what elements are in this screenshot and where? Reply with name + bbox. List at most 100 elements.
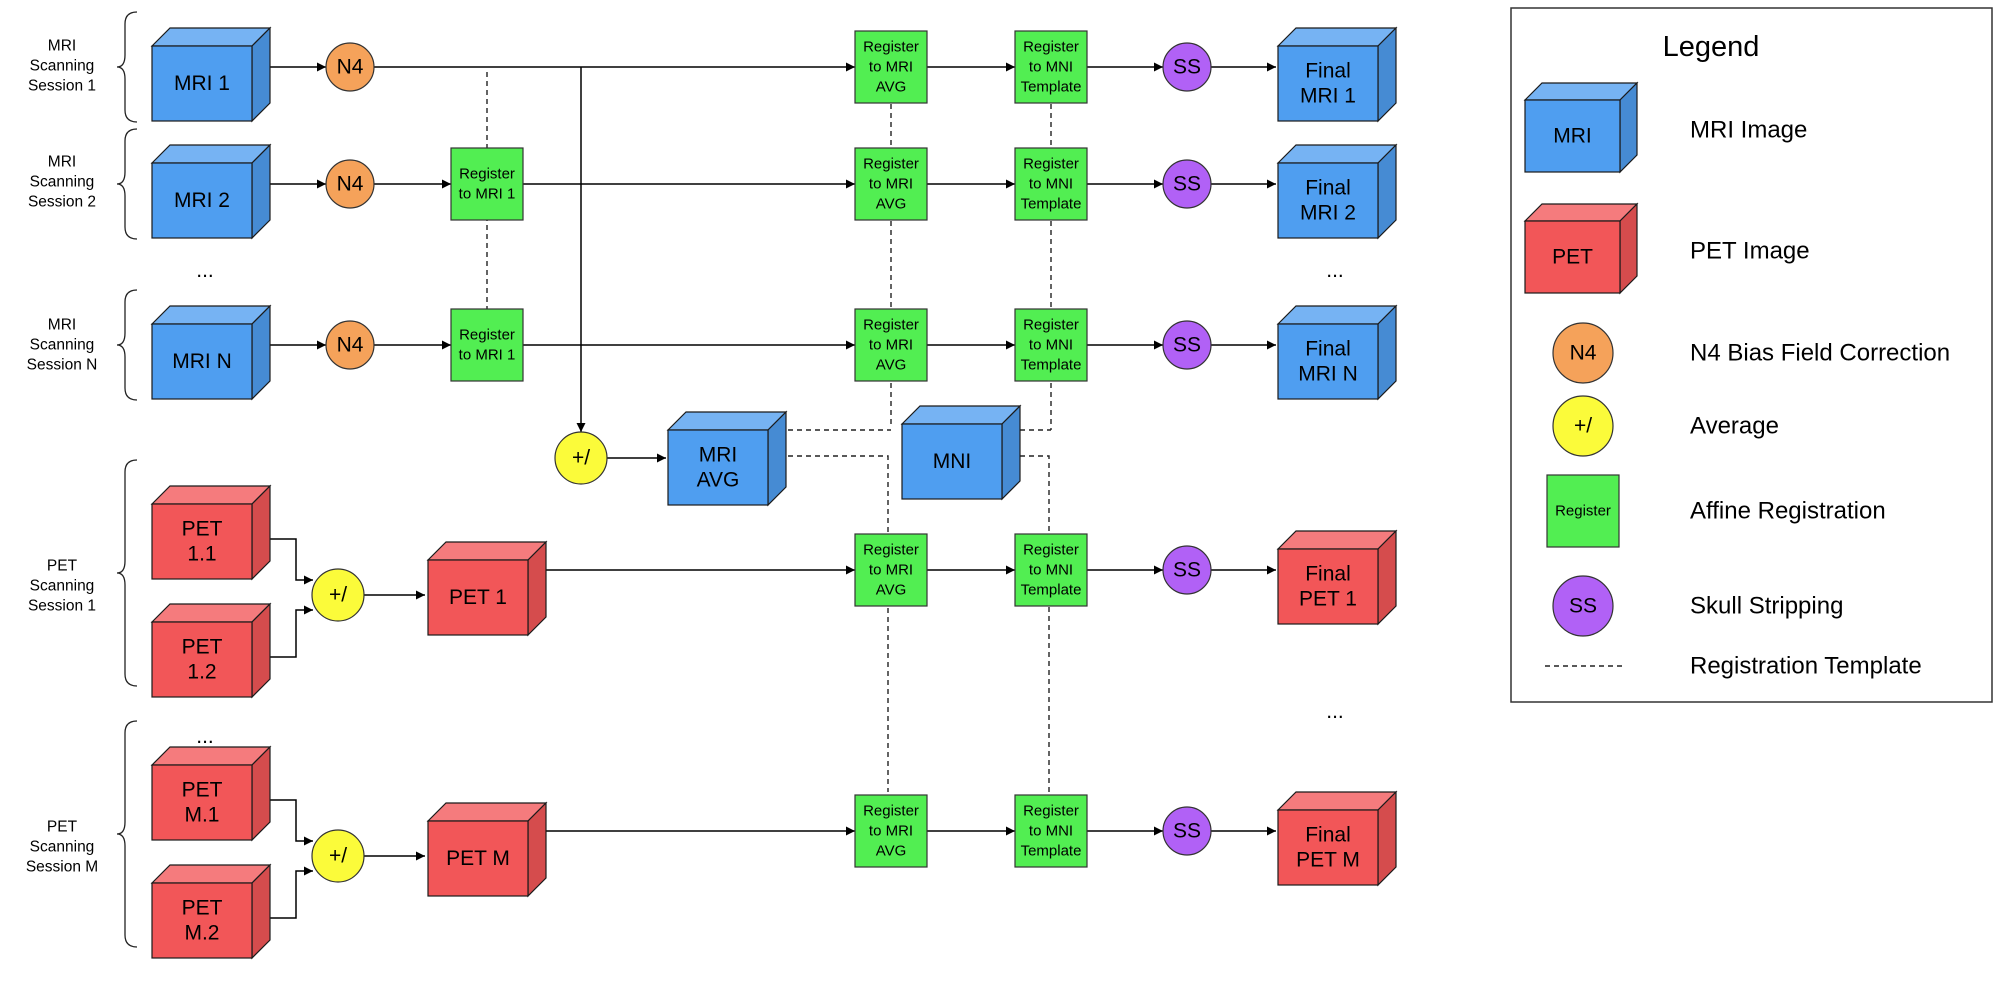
cube-petM: PET M xyxy=(426,801,548,898)
register-to-mri-avg-mriN-label-line-2: to MRI xyxy=(869,337,913,354)
register-box-icon-label: Register xyxy=(1555,503,1611,520)
cube-mri2-label: MRI 2 xyxy=(174,189,230,212)
connector-arrows xyxy=(270,62,1276,919)
cube-mri-avg-label-line-2: AVG xyxy=(697,469,740,492)
cube-finalPetM-label-line-1: Final xyxy=(1305,824,1351,847)
session-label-mri1-text-line-2: Scanning xyxy=(30,58,95,75)
brace-pet-pet1 xyxy=(116,459,138,687)
average-mri-label: +/ xyxy=(572,447,590,470)
cube-pet12-label-line-2: 1.2 xyxy=(187,661,216,684)
pet-cube-icon-label: PET xyxy=(1552,246,1593,269)
cube-mri-avg-label-line-1: MRI xyxy=(699,444,738,467)
legend-label-4: Average xyxy=(1690,413,1779,440)
cube-mriN: MRI N xyxy=(150,304,272,401)
cube-finalN-label-line-1: Final xyxy=(1305,338,1351,361)
register-to-mni-mri2-label-line-2: to MNI xyxy=(1029,176,1073,193)
register-to-mri1-mri2-label-line-2: to MRI 1 xyxy=(459,186,516,203)
average-mri: +/ xyxy=(554,431,608,485)
register-to-mri-avg-mriN: Register to MRI AVG xyxy=(854,308,928,382)
register-to-mni-petM-label-line-2: to MNI xyxy=(1029,823,1073,840)
register-to-mni-petM-label-line-3: Template xyxy=(1021,843,1082,860)
register-to-mri-avg-pet1-label-line-2: to MRI xyxy=(869,562,913,579)
n4-mriN-label: N4 xyxy=(337,334,364,357)
cube-final1-label-line-2: MRI 1 xyxy=(1300,85,1356,108)
ss-mriN-label: SS xyxy=(1173,334,1201,357)
register-to-mri-avg-pet1-label-line-1: Register xyxy=(863,542,919,559)
register-to-mni-mri2-label-line-3: Template xyxy=(1021,196,1082,213)
mri-cube-icon-label: MRI xyxy=(1553,125,1592,148)
ss-circle-icon: SS xyxy=(1552,575,1614,637)
legend-item-7: Registration Template xyxy=(1545,653,1922,680)
mri-cube-icon: MRI xyxy=(1523,81,1639,174)
legend-label-6: Skull Stripping xyxy=(1690,593,1843,620)
cube-mri2: MRI 2 xyxy=(150,143,272,240)
cube-mni-label: MNI xyxy=(933,450,972,473)
average-pet1-label: +/ xyxy=(329,584,347,607)
register-to-mri-avg-mriN-label-line-1: Register xyxy=(863,317,919,334)
cube-finalN-label-line-2: MRI N xyxy=(1298,363,1358,386)
register-to-mni-pet1-label-line-3: Template xyxy=(1021,582,1082,599)
session-label-mriN-text-line-3: Session N xyxy=(27,357,98,374)
session-label-pet1-text-line-1: PET xyxy=(47,558,78,575)
ellipsis-mri-sessions: ... xyxy=(196,259,214,282)
register-to-mri1-mri2-label-line-1: Register xyxy=(459,166,515,183)
average-petM-label: +/ xyxy=(329,845,347,868)
dash-avg-to-pet-branch xyxy=(788,455,889,792)
ss-mri1: SS xyxy=(1162,42,1212,92)
register-to-mri-avg-mriN-label-line-3: AVG xyxy=(876,357,907,374)
cube-pet1-label: PET 1 xyxy=(449,586,507,609)
cube-mni: MNI xyxy=(900,404,1022,501)
cube-pet12-label-line-1: PET xyxy=(182,636,223,659)
register-to-mri-avg-mri2-label-line-1: Register xyxy=(863,156,919,173)
session-label-pet1-text-line-3: Session 1 xyxy=(28,598,96,615)
session-label-mri1-text-line-1: MRI xyxy=(48,38,76,55)
ellipsis-pet-sessions: ... xyxy=(196,725,214,748)
arrow-pet12-to-average xyxy=(270,605,313,658)
register-to-mri-avg-petM-label-line-1: Register xyxy=(863,803,919,820)
cube-final2-label-line-2: MRI 2 xyxy=(1300,202,1356,225)
arrow-petM1-to-average xyxy=(270,799,313,846)
brace-pet-petM xyxy=(116,720,138,948)
register-to-mri1-mriN-label-line-1: Register xyxy=(459,327,515,344)
session-label-mriN-text-line-1: MRI xyxy=(48,317,76,334)
legend-label-2: PET Image xyxy=(1690,238,1810,265)
ellipsis-final-pet: ... xyxy=(1326,700,1344,723)
dash-mni-to-pet-mni-branch xyxy=(1020,455,1050,792)
ss-circle-icon-label: SS xyxy=(1569,595,1597,618)
legend-label-3: N4 Bias Field Correction xyxy=(1690,340,1950,367)
session-label-petM-text-line-2: Scanning xyxy=(30,839,95,856)
register-to-mni-mriN-label-line-3: Template xyxy=(1021,357,1082,374)
ss-mri1-label: SS xyxy=(1173,56,1201,79)
session-label-petM-text-line-1: PET xyxy=(47,819,78,836)
cube-petM2-label-line-2: M.2 xyxy=(184,922,219,945)
cube-pet1: PET 1 xyxy=(426,540,548,637)
ellipsis-final-mri: ... xyxy=(1326,259,1344,282)
register-to-mri-avg-petM-label-line-2: to MRI xyxy=(869,823,913,840)
arrow-petM2-to-average xyxy=(270,866,313,919)
session-label-mri2-text-line-1: MRI xyxy=(48,154,76,171)
cube-mri1-label: MRI 1 xyxy=(174,72,230,95)
cube-finalPet1-label-line-2: PET 1 xyxy=(1299,588,1357,611)
register-to-mni-pet1-label-line-1: Register xyxy=(1023,542,1079,559)
n4-mri2: N4 xyxy=(325,159,375,209)
ss-pet1-label: SS xyxy=(1173,559,1201,582)
legend-item-4: +/Average xyxy=(1552,395,1779,457)
brace-mri-mri2 xyxy=(116,128,138,240)
